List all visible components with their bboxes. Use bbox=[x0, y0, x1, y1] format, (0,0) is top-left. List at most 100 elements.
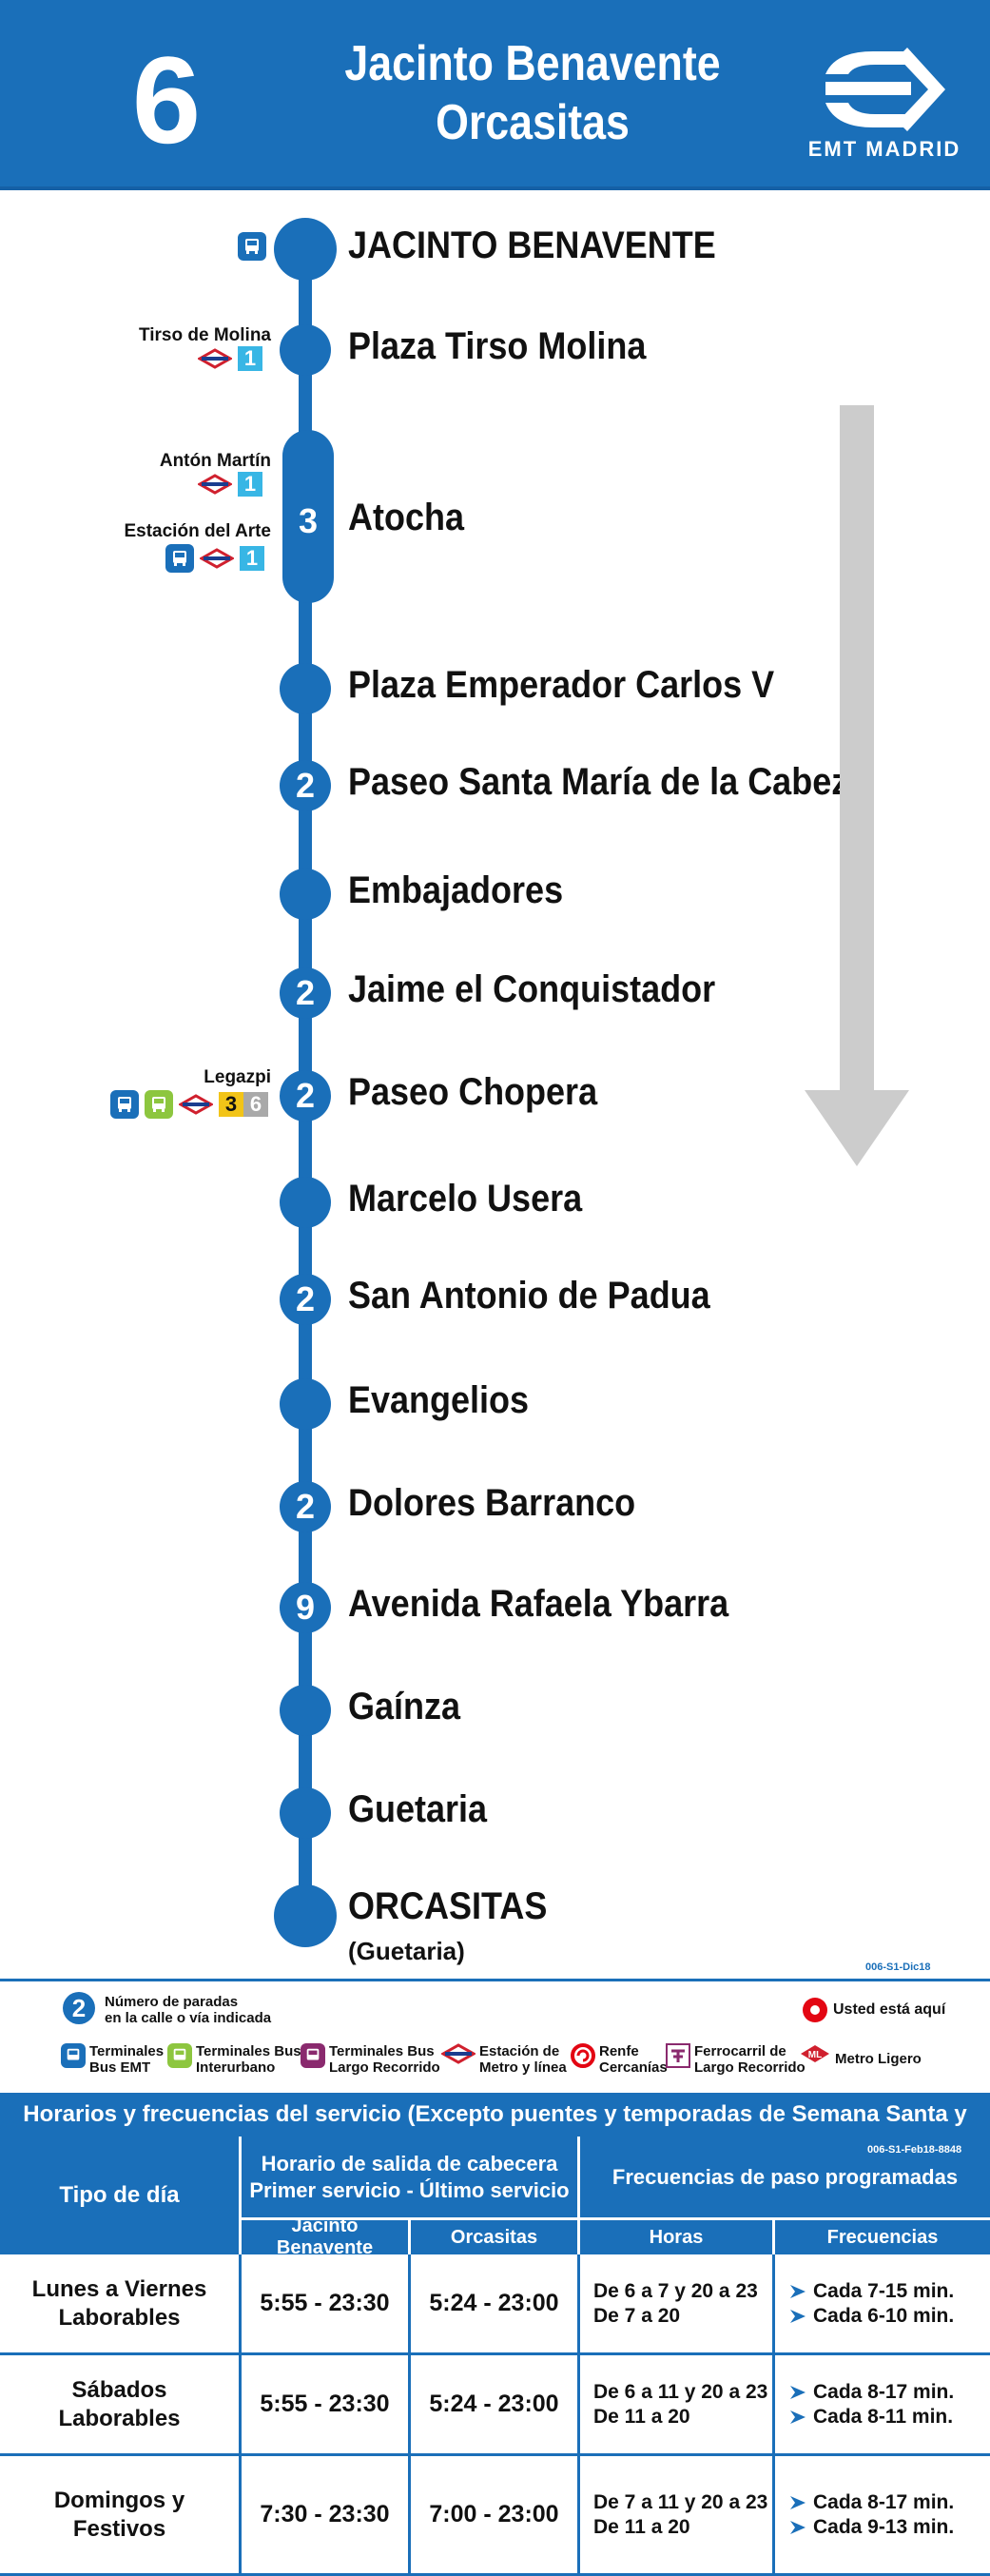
legend-you-are-here: Usted está aquí bbox=[833, 2001, 946, 2018]
legend-item-line1: Renfe bbox=[599, 2043, 639, 2059]
arrow-bullet-icon bbox=[790, 2495, 806, 2509]
row-frequency-item: Cada 8-11 min. bbox=[790, 2405, 953, 2430]
metro-ligero-icon: ML bbox=[799, 2043, 831, 2069]
row-frequency-item: Cada 8-17 min. bbox=[790, 2490, 954, 2515]
metro-line-badge: 1 bbox=[238, 346, 262, 371]
metro-icon bbox=[439, 2043, 477, 2069]
stop-count: 9 bbox=[295, 1588, 316, 1627]
row-hours-range: De 6 a 7 y 20 a 23 bbox=[593, 2279, 758, 2302]
stop-marker bbox=[274, 218, 337, 281]
legend-count-line1: Número de paradas bbox=[105, 1994, 239, 2010]
row-frequency-value: Cada 8-17 min. bbox=[813, 2380, 955, 2403]
header-day-type: Tipo de día bbox=[0, 2137, 242, 2254]
arrow-bullet-icon bbox=[790, 2520, 806, 2534]
transfer-icons-legazpi: 3 6 bbox=[110, 1090, 268, 1119]
stop-name: Atocha bbox=[348, 497, 465, 538]
metro-icon bbox=[198, 348, 232, 369]
header-terminal-to: Orcasitas bbox=[436, 95, 630, 150]
stop-marker: 2 bbox=[280, 1070, 331, 1122]
arrow-bullet-icon bbox=[790, 2385, 806, 2399]
metro-icon bbox=[200, 548, 234, 569]
renfe-icon bbox=[571, 2043, 595, 2073]
legend-item-line2: Metro y línea bbox=[479, 2059, 567, 2076]
row-frequencies: Cada 8-17 min.Cada 8-11 min. bbox=[775, 2355, 990, 2456]
arrow-bullet-icon bbox=[790, 2410, 806, 2424]
stop-count: 2 bbox=[295, 973, 316, 1012]
stop-name: Evangelios bbox=[348, 1379, 530, 1421]
stop-marker: 2 bbox=[280, 1481, 331, 1532]
stop-count: 2 bbox=[295, 1487, 316, 1526]
legend-item-line1: Estación de bbox=[479, 2043, 560, 2059]
row-frequency-item: Cada 9-13 min. bbox=[790, 2515, 954, 2540]
row-hours-range: De 7 a 11 y 20 a 23 bbox=[593, 2490, 768, 2513]
metro-line-badge: 1 bbox=[240, 546, 264, 571]
row-hours-range: De 6 a 11 y 20 a 23 bbox=[593, 2380, 768, 2403]
header-terminal-from: Jacinto Benavente bbox=[344, 36, 721, 91]
stop-name: Guetaria bbox=[348, 1788, 488, 1830]
header-frequencies: Frecuencias de paso programadas bbox=[580, 2137, 990, 2220]
row-departure-to: 5:24 - 23:00 bbox=[411, 2254, 580, 2355]
legend-item-line1: Ferrocarril de bbox=[694, 2043, 786, 2059]
header-departure-line1: Horario de salida de cabecera bbox=[261, 2151, 558, 2176]
transfer-label-legazpi: Legazpi bbox=[204, 1067, 271, 1087]
row-frequencies: Cada 8-17 min.Cada 9-13 min. bbox=[775, 2456, 990, 2576]
header-terminals: Jacinto Benavente Orcasitas bbox=[304, 34, 761, 152]
header-banner bbox=[0, 0, 990, 190]
row-day-label: Laborables bbox=[58, 2405, 181, 2431]
timetable-title: Horarios y frecuencias del servicio (Exc… bbox=[0, 2093, 990, 2171]
stop-marker: 2 bbox=[280, 1274, 331, 1325]
row-departure-to: 7:00 - 23:00 bbox=[411, 2456, 580, 2576]
stop-marker bbox=[280, 1787, 331, 1839]
stop-name: Avenida Rafaela Ybarra bbox=[348, 1583, 729, 1625]
table-code: 006-S1-Feb18-8848 bbox=[867, 2144, 962, 2156]
metro-icon bbox=[198, 474, 232, 495]
long-distance-train-icon bbox=[666, 2043, 690, 2073]
legend-item-label: Metro Ligero bbox=[835, 2051, 922, 2067]
row-frequency-value: Cada 9-13 min. bbox=[813, 2515, 955, 2538]
bus-interurban-icon bbox=[167, 2043, 192, 2068]
row-hours-range: De 11 a 20 bbox=[593, 2515, 690, 2538]
legend-item-line2: Interurbano bbox=[196, 2059, 276, 2076]
terminal-icons-start bbox=[238, 232, 266, 261]
legend-item-line1: Terminales Bus bbox=[329, 2043, 435, 2059]
stop-marker bbox=[280, 1378, 331, 1430]
metro-line-badge: 1 bbox=[238, 472, 262, 497]
row-departure-from: 7:30 - 23:30 bbox=[242, 2456, 411, 2576]
stop-name: Gaínza bbox=[348, 1686, 461, 1727]
row-day-label: Laborables bbox=[58, 2304, 181, 2331]
subheader-from: Jacinto Benavente bbox=[242, 2215, 411, 2258]
row-hours-range: De 11 a 20 bbox=[593, 2405, 690, 2428]
transfer-icons-tirso: 1 bbox=[198, 346, 262, 371]
stop-name: Marcelo Usera bbox=[348, 1178, 583, 1220]
stop-marker bbox=[280, 663, 331, 714]
metro-line-badge: 6 bbox=[243, 1092, 268, 1117]
row-day-label: Festivos bbox=[72, 2515, 166, 2542]
stop-name: Embajadores bbox=[348, 869, 564, 911]
stop-name: Paseo Santa María de la Cabeza bbox=[348, 761, 868, 803]
stop-name: ORCASITAS bbox=[348, 1885, 548, 1927]
svg-text:ML: ML bbox=[808, 2050, 822, 2060]
stop-marker bbox=[280, 1177, 331, 1228]
transfer-icons-anton: 1 bbox=[198, 472, 262, 497]
legend-item-line2: Largo Recorrido bbox=[694, 2059, 806, 2076]
transfer-label-tirso: Tirso de Molina bbox=[138, 325, 271, 345]
direction-arrow-icon bbox=[805, 405, 909, 1166]
stop-name: Jaime el Conquistador bbox=[348, 968, 716, 1010]
stop-name: Dolores Barranco bbox=[348, 1482, 636, 1524]
arrow-bullet-icon bbox=[790, 2309, 806, 2323]
row-frequencies: Cada 7-15 min.Cada 6-10 min. bbox=[775, 2254, 990, 2355]
line-number: 6 bbox=[131, 30, 202, 169]
row-day-label: Domingos y bbox=[53, 2487, 185, 2513]
stop-name: JACINTO BENAVENTE bbox=[348, 224, 716, 266]
stop-name: Plaza Emperador Carlos V bbox=[348, 664, 775, 706]
legend bbox=[0, 1979, 990, 2094]
bus-emt-icon bbox=[165, 544, 194, 573]
bus-emt-icon bbox=[238, 232, 266, 261]
